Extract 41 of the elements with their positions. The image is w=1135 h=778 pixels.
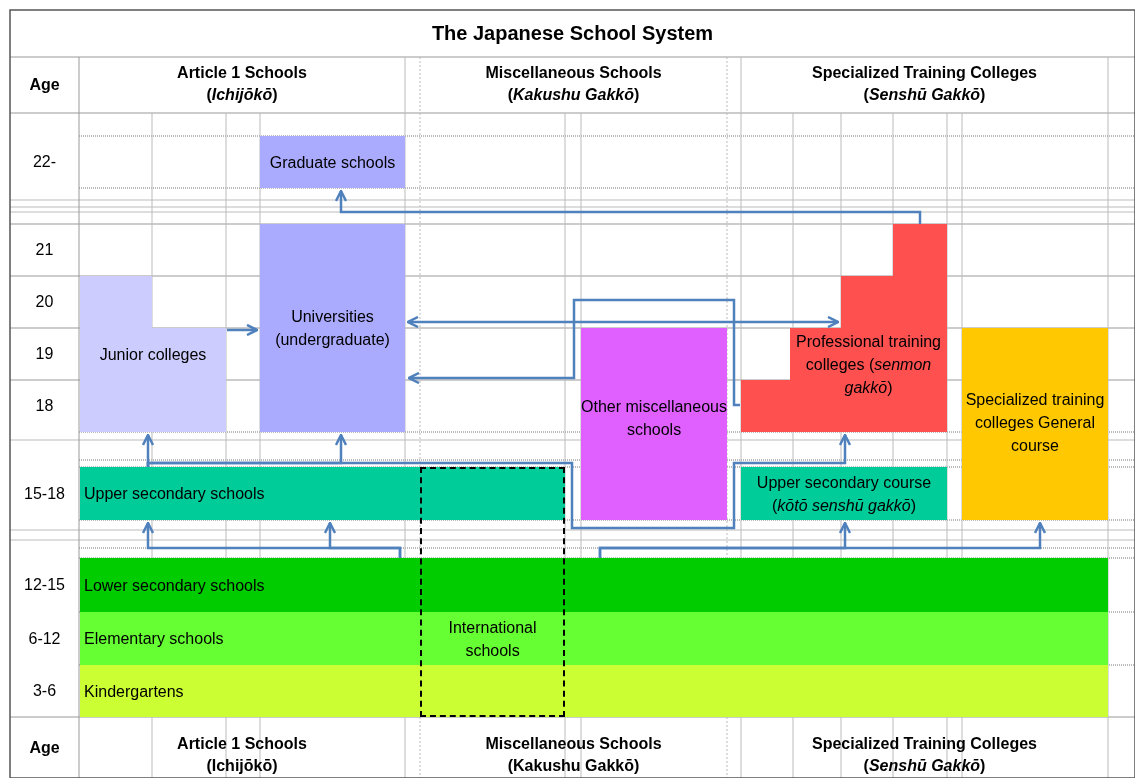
age-label: 18 bbox=[35, 397, 54, 415]
age-label: 15-18 bbox=[24, 484, 65, 503]
column-header: (Senshū Gakkō) bbox=[863, 86, 986, 104]
column-header: (Senshū Gakkō) bbox=[863, 757, 986, 775]
column-header: Specialized Training Colleges bbox=[812, 64, 1037, 82]
column-header: Article 1 Schools bbox=[177, 735, 307, 753]
age-label: 12-15 bbox=[24, 576, 65, 594]
column-header: (Ichijōkō) bbox=[206, 757, 278, 775]
age-label: 20 bbox=[35, 293, 54, 311]
arrow bbox=[146, 433, 852, 530]
column-header: (Kakushu Gakkō) bbox=[507, 86, 640, 104]
arrow bbox=[407, 298, 740, 407]
column-header: (Ichijōkō) bbox=[206, 86, 278, 104]
school-block: Junior colleges bbox=[80, 276, 226, 432]
age-label: 19 bbox=[35, 345, 54, 363]
age-label: 6-12 bbox=[28, 629, 61, 648]
age-label: 22- bbox=[32, 153, 57, 171]
school-block: Upper secondary course (kōtō senshū gakkō) bbox=[741, 467, 947, 520]
column-header: Miscellaneous Schools bbox=[485, 735, 662, 753]
column-header: Age bbox=[29, 738, 60, 757]
age-label: 21 bbox=[35, 241, 54, 259]
column-header: (Kakushu Gakkō) bbox=[507, 757, 640, 775]
arrow bbox=[227, 323, 259, 337]
arrow bbox=[598, 521, 1047, 558]
school-block: Other miscellaneous schools bbox=[581, 328, 727, 520]
column-header: Miscellaneous Schools bbox=[485, 64, 662, 82]
diagram-title: The Japanese School System bbox=[431, 22, 714, 45]
age-label: 3-6 bbox=[32, 682, 57, 700]
school-block: Universities (undergraduate) bbox=[260, 224, 405, 432]
school-block: Lower secondary schools bbox=[80, 558, 1108, 612]
school-block: Specialized training colleges General course bbox=[962, 328, 1108, 520]
school-block: Upper secondary schools bbox=[80, 467, 565, 520]
column-header: Specialized Training Colleges bbox=[812, 735, 1037, 753]
column-header: Article 1 Schools bbox=[177, 64, 307, 82]
arrow bbox=[406, 315, 840, 329]
column-header: Age bbox=[29, 76, 60, 94]
school-block: Kindergartens bbox=[80, 665, 1108, 717]
arrow bbox=[334, 189, 922, 224]
school-block: Graduate schools bbox=[260, 136, 405, 188]
arrow bbox=[323, 521, 402, 558]
school-block: Professional training colleges (senmon gakkō) bbox=[741, 224, 947, 432]
